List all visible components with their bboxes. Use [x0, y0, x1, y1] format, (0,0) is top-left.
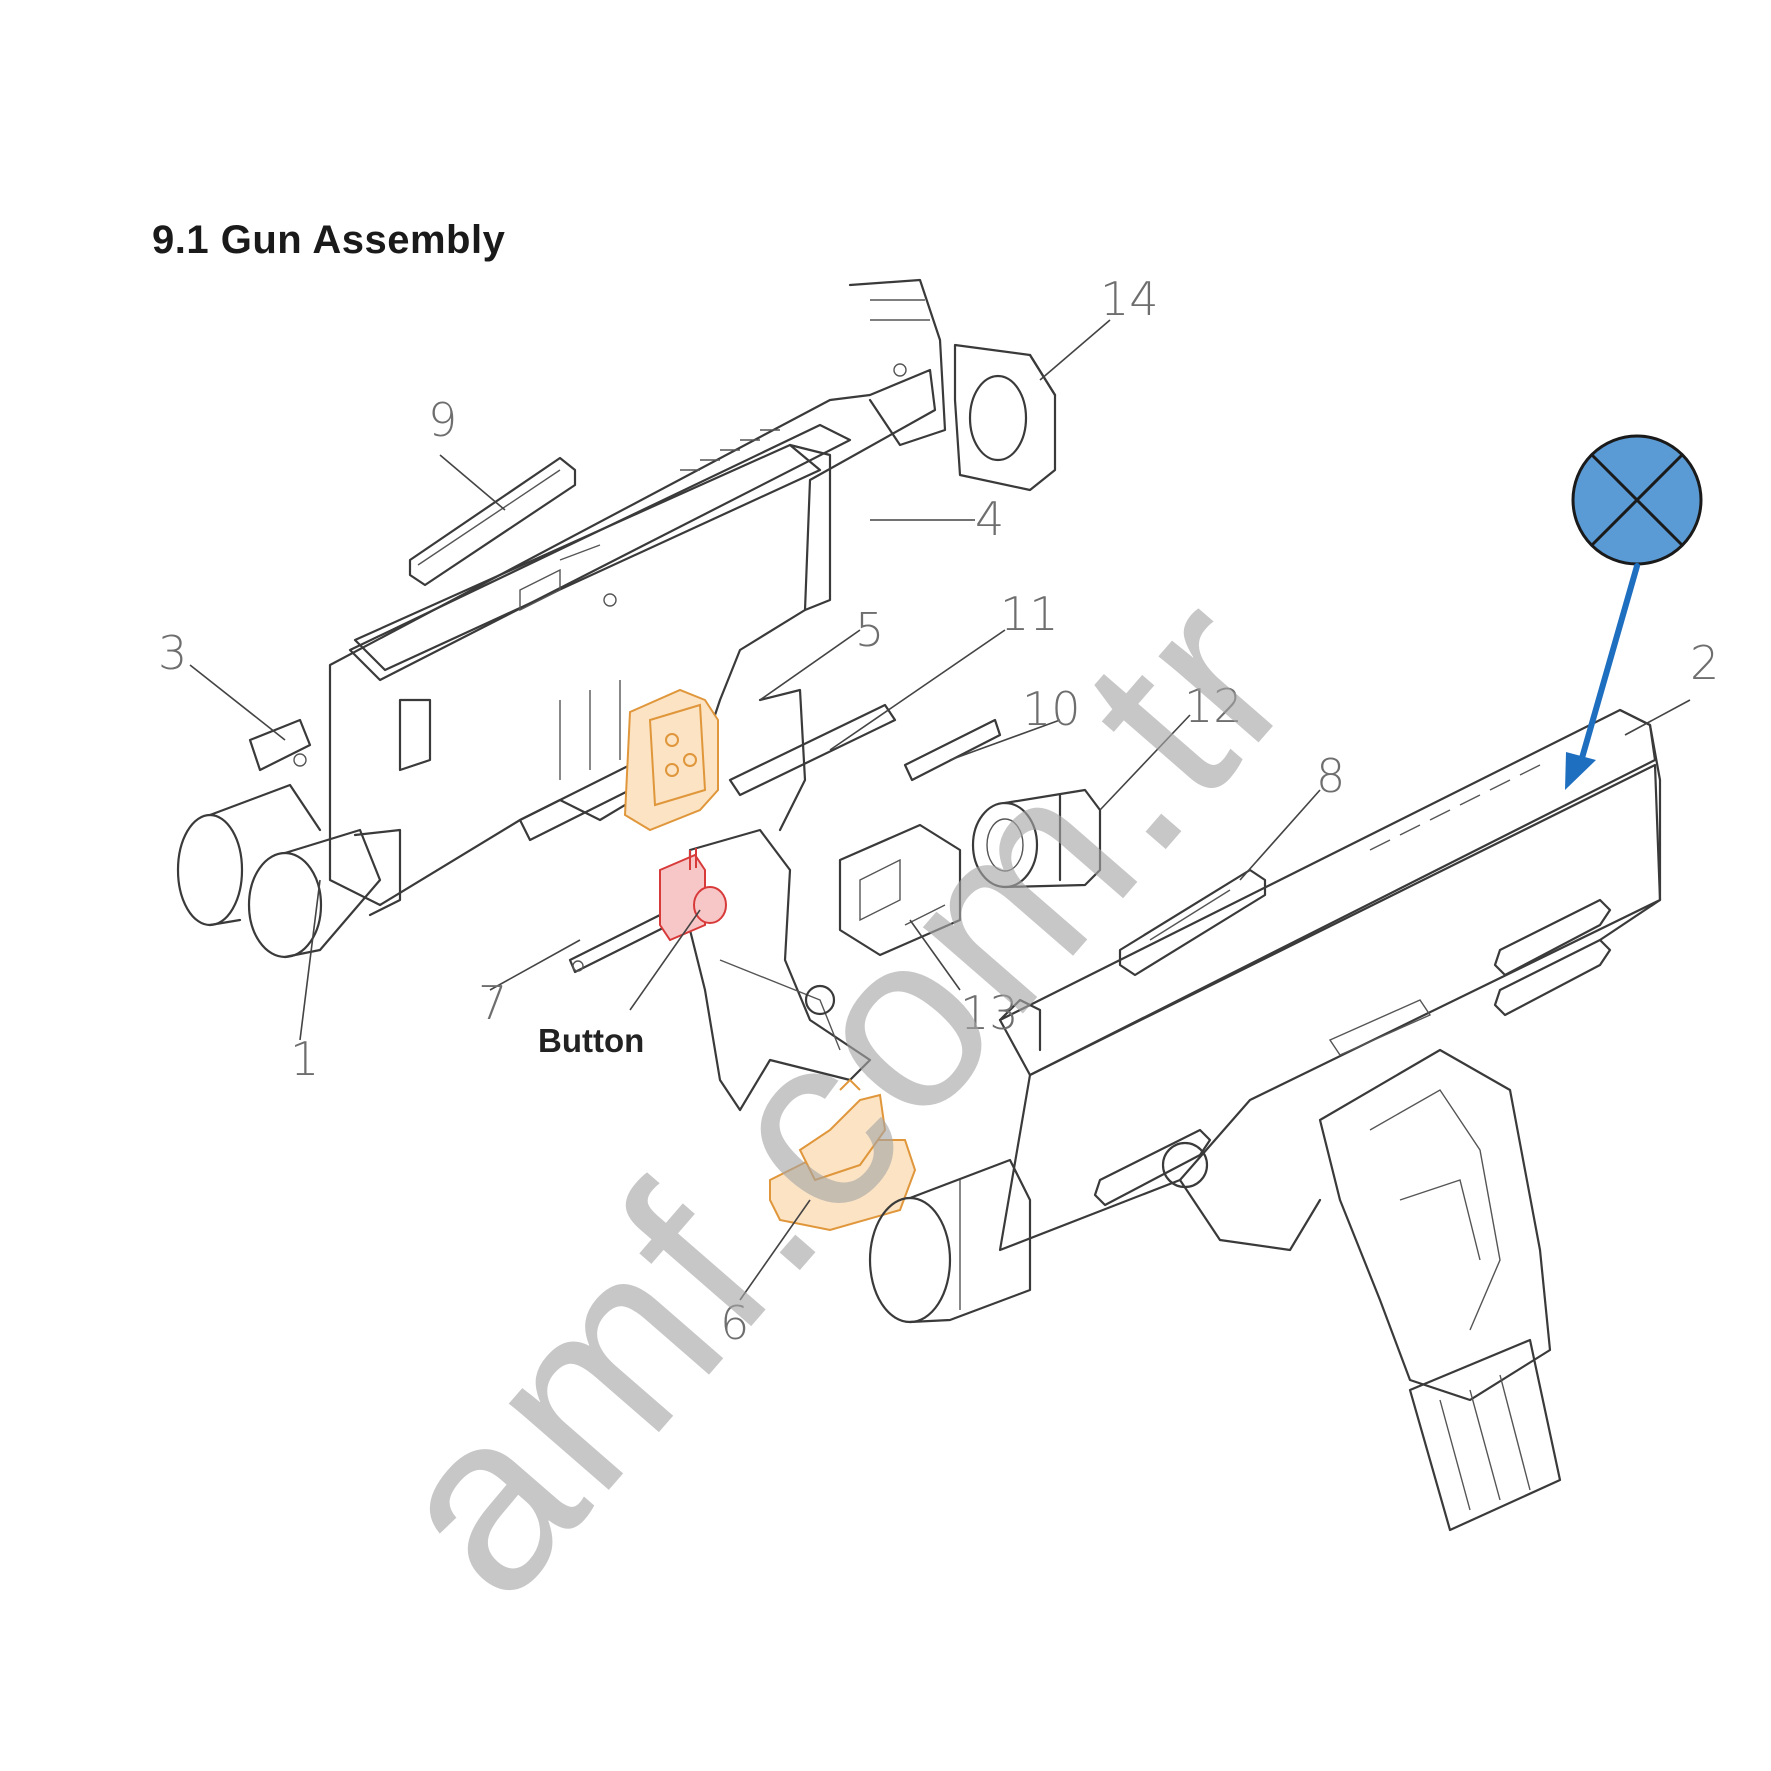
callout-8: 8 — [1316, 749, 1346, 803]
part-5-orange-block — [623, 688, 719, 832]
callout-12: 12 — [1184, 679, 1243, 733]
part-8-plate — [1118, 868, 1267, 977]
part-12-spool — [971, 788, 1102, 889]
diagram-title: 9.1 Gun Assembly — [152, 218, 506, 262]
button-label: Button — [538, 1022, 645, 1059]
part-6-orange-base — [769, 1078, 917, 1232]
button-part — [659, 848, 727, 942]
marker-arrow — [1565, 563, 1640, 790]
callout-10: 10 — [1022, 682, 1081, 736]
callout-6: 6 — [720, 1296, 750, 1350]
callout-2: 2 — [1690, 636, 1720, 690]
part-10-bar — [903, 718, 1002, 782]
part-14-cap — [953, 343, 1057, 492]
callout-14: 14 — [1100, 272, 1159, 326]
callout-11: 11 — [1000, 587, 1059, 641]
callout-13: 13 — [960, 986, 1019, 1040]
callout-7: 7 — [478, 976, 508, 1030]
upper-receiver — [176, 278, 947, 959]
leader-lines — [189, 319, 1691, 1301]
callout-5: 5 — [855, 603, 885, 657]
callout-1: 1 — [290, 1032, 320, 1086]
part-2-gun-housing — [868, 708, 1662, 1532]
callout-9: 9 — [428, 393, 458, 447]
part-9-plate — [408, 456, 577, 587]
x-in-circle-icon — [1571, 434, 1703, 566]
callout-3: 3 — [158, 626, 188, 680]
part-11-bar — [728, 703, 897, 797]
callout-4: 4 — [975, 492, 1005, 546]
